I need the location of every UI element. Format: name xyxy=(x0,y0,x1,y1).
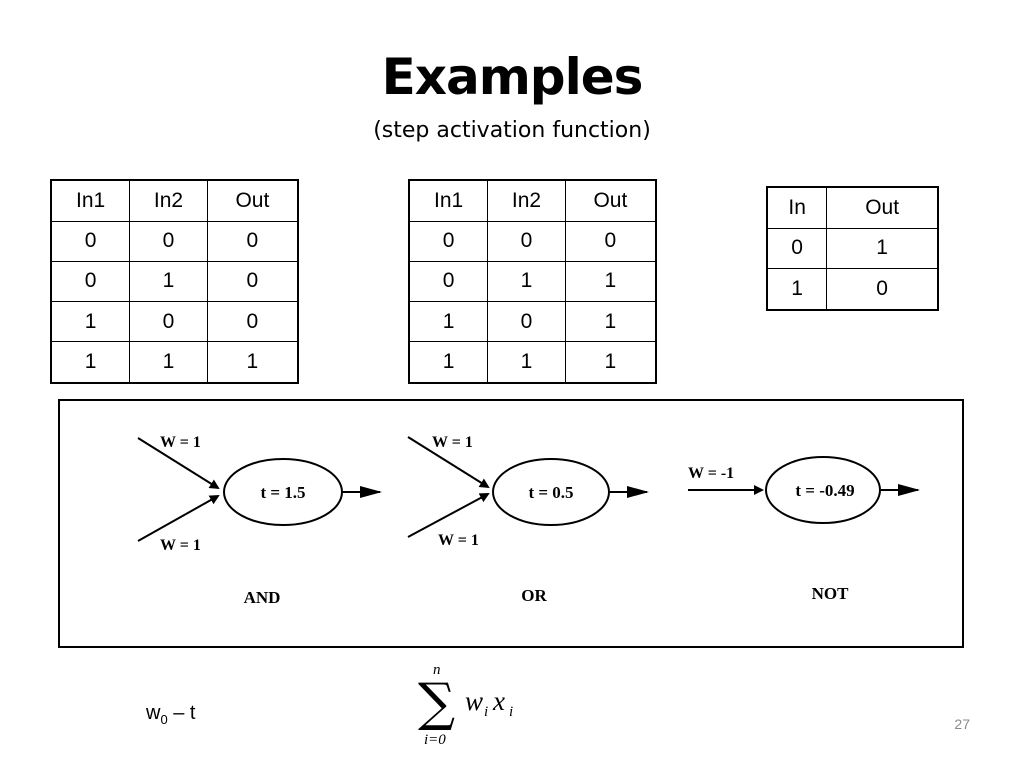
and-neuron xyxy=(223,458,343,526)
bias-formula: w0 – t xyxy=(146,702,195,727)
sum-term-w: w xyxy=(465,686,483,716)
and-perceptron: W = 1 W = 1 t = 1.5 AND xyxy=(137,434,382,607)
slide-title: Examples xyxy=(381,48,644,106)
perceptron-diagram-svg: W = 1 W = 1 t = 1.5 AND W = 1 W = 1 t = … xyxy=(137,434,920,607)
not-table-header-cell: Out xyxy=(826,186,939,229)
and-table-cell: 0 xyxy=(206,260,299,303)
sum-term-w-subscript: i xyxy=(484,704,488,720)
or-table-cell: 1 xyxy=(487,260,566,303)
and-table-cell: 1 xyxy=(206,341,299,384)
and-gate-label: AND xyxy=(244,588,281,607)
and-table-cell: 0 xyxy=(50,260,131,303)
and-table-header-cell: In2 xyxy=(129,179,208,222)
or-table-cell: 1 xyxy=(564,341,657,384)
or-gate-label: OR xyxy=(521,586,547,605)
and-table-header-cell: In1 xyxy=(50,179,131,222)
or-threshold: t = 0.5 xyxy=(528,483,573,502)
not-weight: W = -1 xyxy=(688,465,734,482)
or-input-bottom-arrow xyxy=(407,493,490,538)
not-table-cell: 1 xyxy=(766,268,828,311)
not-table-cell: 0 xyxy=(766,227,828,270)
and-table-cell: 1 xyxy=(129,341,208,384)
or-table-cell: 0 xyxy=(487,220,566,262)
not-table-cell: 1 xyxy=(826,227,939,270)
not-perceptron: W = -1 t = -0.49 NOT xyxy=(688,456,920,603)
or-table-cell: 0 xyxy=(408,260,489,303)
not-table-header-cell: In xyxy=(766,186,828,229)
or-table-header-cell: In2 xyxy=(487,179,566,222)
and-table-cell: 0 xyxy=(129,220,208,262)
sigma-symbol: ∑ xyxy=(418,673,455,733)
sum-lower-limit: i=0 xyxy=(424,732,446,748)
and-table-cell: 1 xyxy=(50,341,131,384)
or-weight-top: W = 1 xyxy=(432,434,473,451)
and-input-bottom-arrow xyxy=(137,495,220,542)
or-neuron xyxy=(492,458,610,526)
and-input-top-arrow xyxy=(137,437,220,490)
and-table-cell: 0 xyxy=(50,220,131,262)
or-table-cell: 0 xyxy=(564,220,657,262)
sum-term-x-subscript: i xyxy=(509,704,513,720)
or-table-cell: 1 xyxy=(408,341,489,384)
and-table-cell: 0 xyxy=(206,301,299,343)
or-perceptron: W = 1 W = 1 t = 0.5 OR xyxy=(407,434,649,605)
or-table-cell: 0 xyxy=(408,220,489,262)
weighted-sum-formula: n ∑ i=0 w i x i xyxy=(410,658,540,753)
and-weight-bottom: W = 1 xyxy=(160,537,201,554)
and-table-header-cell: Out xyxy=(206,179,299,222)
perceptron-diagram: W = 1 W = 1 t = 1.5 AND W = 1 W = 1 t = … xyxy=(58,399,964,648)
page-number: 27 xyxy=(954,716,970,732)
or-table-header-cell: In1 xyxy=(408,179,489,222)
or-weight-bottom: W = 1 xyxy=(438,532,479,549)
bias-formula-subscript: 0 xyxy=(160,712,168,727)
not-neuron xyxy=(765,456,881,524)
or-table-cell: 1 xyxy=(487,341,566,384)
slide-subtitle: (step activation function) xyxy=(373,118,651,143)
or-table-cell: 1 xyxy=(564,301,657,343)
not-gate-label: NOT xyxy=(812,584,850,603)
or-input-top-arrow xyxy=(407,436,490,489)
bias-formula-rest: – t xyxy=(167,702,196,724)
and-weight-top: W = 1 xyxy=(160,434,201,451)
or-table-cell: 1 xyxy=(408,301,489,343)
not-table-cell: 0 xyxy=(826,268,939,311)
weighted-sum-svg: n ∑ i=0 w i x i xyxy=(418,662,513,748)
sum-upper-limit: n xyxy=(433,662,441,678)
or-table-cell: 0 xyxy=(487,301,566,343)
and-table-cell: 1 xyxy=(129,260,208,303)
bias-formula-w: w xyxy=(146,702,161,724)
and-table-cell: 0 xyxy=(129,301,208,343)
or-table-header-cell: Out xyxy=(564,179,657,222)
sum-term-x: x xyxy=(492,686,505,716)
and-table-cell: 0 xyxy=(206,220,299,262)
or-table-cell: 1 xyxy=(564,260,657,303)
and-threshold: t = 1.5 xyxy=(260,483,305,502)
and-table-cell: 1 xyxy=(50,301,131,343)
not-threshold: t = -0.49 xyxy=(795,481,854,500)
